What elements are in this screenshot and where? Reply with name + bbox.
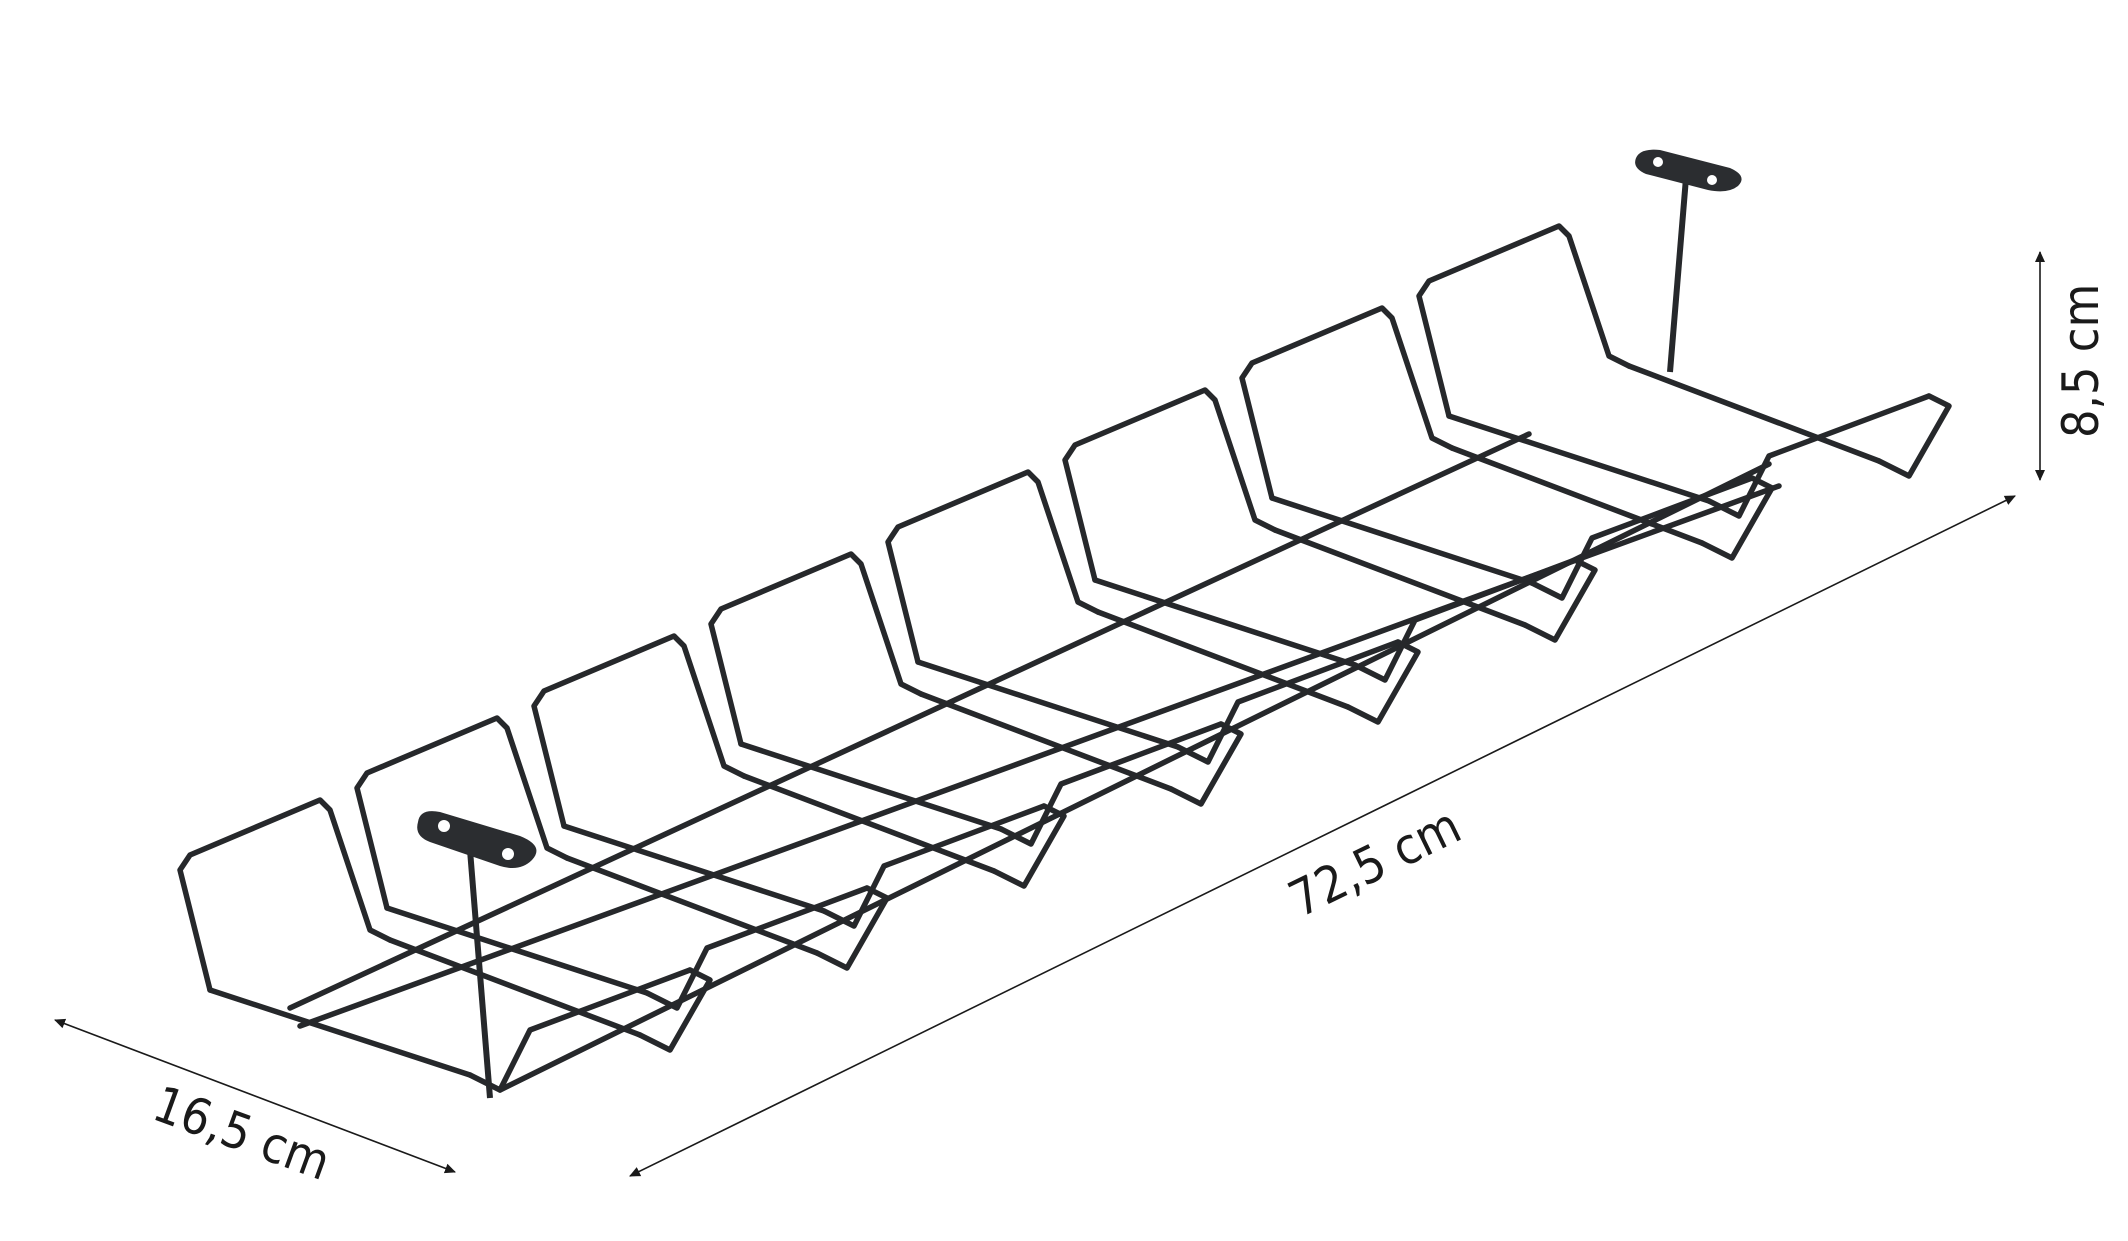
front-wire-hook-lower <box>644 885 870 1011</box>
back-wire-loop <box>1239 305 1455 501</box>
back-wire-loop <box>354 715 570 911</box>
cross-wire <box>1272 527 1528 628</box>
cross-wire-lower <box>207 987 473 1078</box>
width-label: 72,5 cm <box>1280 796 1470 928</box>
cross-wire-lower <box>1269 495 1535 586</box>
cross-wire-lower <box>915 659 1181 750</box>
cross-wire-lower <box>1092 577 1358 668</box>
height-label: 8,5 cm <box>2052 284 2110 438</box>
depth-label: 16,5 cm <box>146 1075 338 1192</box>
back-wire-loop <box>708 551 924 747</box>
mounting-plate-right <box>1635 149 1742 373</box>
cross-wire <box>741 773 997 874</box>
back-wire-loop <box>1416 223 1632 419</box>
cross-wire <box>1449 445 1705 546</box>
back-wire-loop <box>177 797 393 993</box>
back-wire-loop <box>1062 387 1278 583</box>
cross-wire <box>387 937 643 1038</box>
cross-wire <box>918 691 1174 792</box>
cross-wire <box>564 855 820 956</box>
mounting-plate-left <box>417 811 537 1099</box>
cross-wire-lower <box>1446 413 1712 504</box>
front-wire-hook-lower <box>467 967 693 1093</box>
cross-wire-lower <box>561 823 827 914</box>
cross-wire-lower <box>384 905 650 996</box>
depth-dimension-line <box>54 1018 456 1174</box>
width-dimension-line <box>629 495 2016 1177</box>
front-wire-hook <box>1876 393 1952 479</box>
back-wire-loop <box>531 633 747 829</box>
cross-wire <box>1626 363 1882 464</box>
back-wire-loop <box>885 469 1101 665</box>
